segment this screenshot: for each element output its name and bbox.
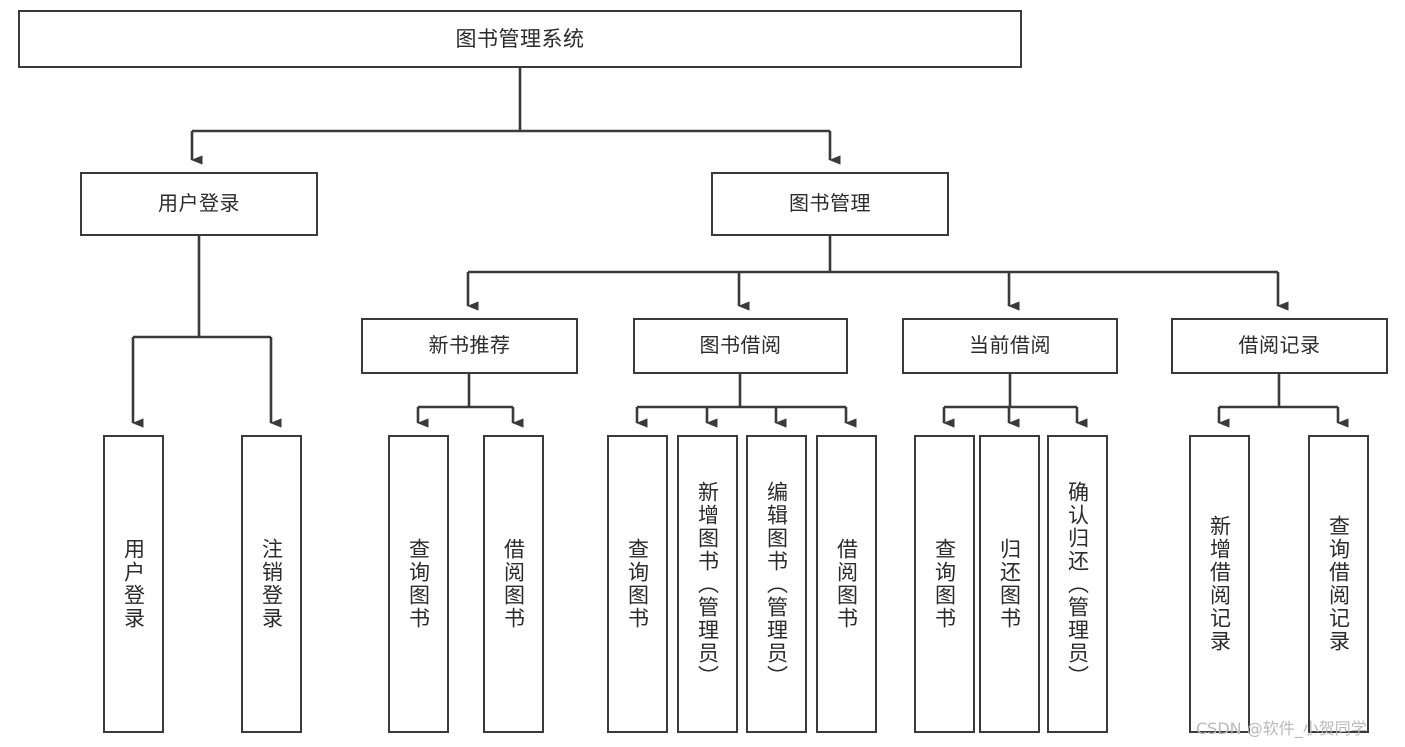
node-new-book-rec-label: 新书推荐 xyxy=(428,333,511,358)
node-leaf-logout[interactable]: 注销登录 xyxy=(241,435,302,733)
node-leaf-edit-book-label: 编辑图书（管理员） xyxy=(764,480,789,688)
node-leaf-user-login[interactable]: 用户登录 xyxy=(103,435,164,733)
node-leaf-query-book-1[interactable]: 查询图书 xyxy=(388,435,449,733)
node-leaf-user-login-label: 用户登录 xyxy=(121,538,146,630)
node-root-label: 图书管理系统 xyxy=(455,26,585,51)
node-leaf-query-book-1-label: 查询图书 xyxy=(406,538,431,630)
node-leaf-borrow-book-2[interactable]: 借阅图书 xyxy=(816,435,877,733)
node-leaf-add-book[interactable]: 新增图书（管理员） xyxy=(677,435,738,733)
node-leaf-confirm-return[interactable]: 确认归还（管理员） xyxy=(1047,435,1108,733)
node-user-login-label: 用户登录 xyxy=(158,191,240,216)
node-leaf-return-book[interactable]: 归还图书 xyxy=(979,435,1040,733)
node-borrow-record-label: 借阅记录 xyxy=(1238,333,1321,358)
node-book-manage[interactable]: 图书管理 xyxy=(711,172,949,236)
node-leaf-add-record-label: 新增借阅记录 xyxy=(1207,515,1232,653)
node-borrow-record[interactable]: 借阅记录 xyxy=(1171,318,1388,374)
node-leaf-borrow-book-2-label: 借阅图书 xyxy=(834,538,859,630)
node-leaf-query-book-3-label: 查询图书 xyxy=(932,538,957,630)
node-leaf-add-book-label: 新增图书（管理员） xyxy=(695,480,720,688)
node-book-manage-label: 图书管理 xyxy=(789,191,871,216)
node-leaf-borrow-book-1[interactable]: 借阅图书 xyxy=(483,435,544,733)
node-leaf-query-book-2[interactable]: 查询图书 xyxy=(607,435,668,733)
node-leaf-edit-book[interactable]: 编辑图书（管理员） xyxy=(746,435,807,733)
node-leaf-confirm-return-label: 确认归还（管理员） xyxy=(1065,480,1090,688)
node-leaf-return-book-label: 归还图书 xyxy=(997,538,1022,630)
node-leaf-query-book-3[interactable]: 查询图书 xyxy=(914,435,975,733)
node-root[interactable]: 图书管理系统 xyxy=(18,10,1022,68)
node-leaf-query-record-label: 查询借阅记录 xyxy=(1326,515,1351,653)
node-user-login[interactable]: 用户登录 xyxy=(80,172,318,236)
node-book-borrow[interactable]: 图书借阅 xyxy=(633,318,848,374)
node-current-borrow-label: 当前借阅 xyxy=(969,333,1051,358)
node-current-borrow[interactable]: 当前借阅 xyxy=(902,318,1118,374)
node-leaf-borrow-book-1-label: 借阅图书 xyxy=(501,538,526,630)
node-leaf-query-record[interactable]: 查询借阅记录 xyxy=(1308,435,1369,733)
node-book-borrow-label: 图书借阅 xyxy=(699,333,782,358)
node-leaf-add-record[interactable]: 新增借阅记录 xyxy=(1189,435,1250,733)
node-new-book-rec[interactable]: 新书推荐 xyxy=(361,318,578,374)
node-leaf-logout-label: 注销登录 xyxy=(259,538,284,630)
node-leaf-query-book-2-label: 查询图书 xyxy=(625,538,650,630)
